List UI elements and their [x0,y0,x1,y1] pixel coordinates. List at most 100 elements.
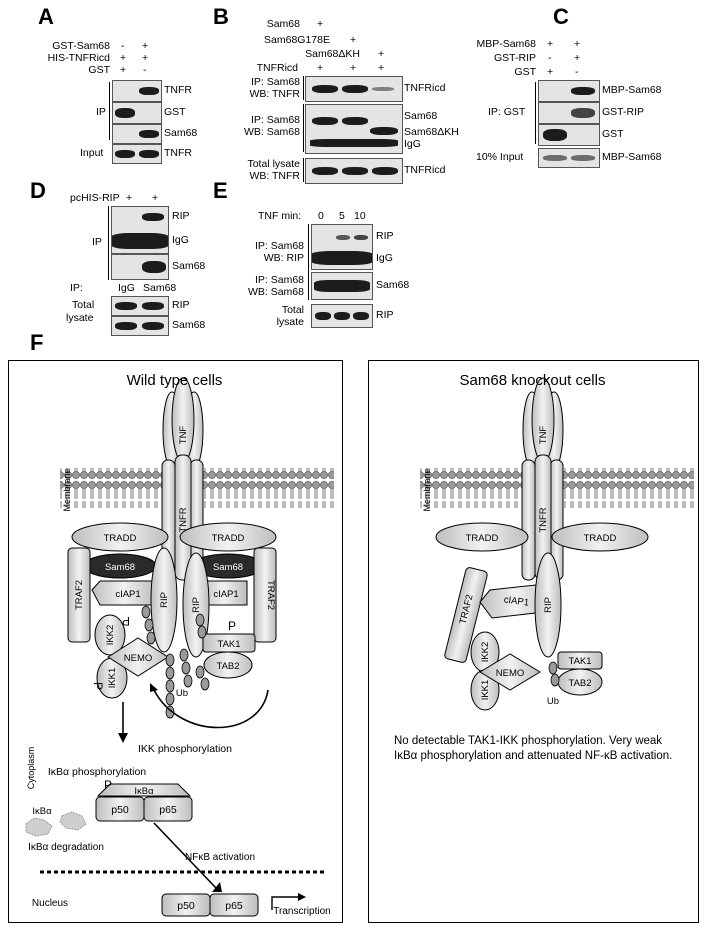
panel-d-band-label: Sam68 [172,260,206,272]
wt-nucleus-label: Nucleus [32,898,68,909]
wt-p65-label: p65 [159,804,177,816]
panel-e-band-label: Sam68 [376,279,410,291]
wt-cytoplasm-label: Cytoplasm [26,747,36,790]
panel-e-blot-sam68 [311,272,373,300]
wt-transcription-label: Transcription [273,906,330,917]
panel-d-ip-lanes-prefix: IP: [70,282,83,294]
ko-traf2 [444,567,488,663]
panel-d-blot-total-rip [111,296,169,316]
ko-tab2-label: TAB2 [568,678,591,689]
panel-b-row-label: Sam68 [266,18,300,30]
wt-nuclear-p50-label: p50 [177,900,195,912]
wt-tradd-label: TRADD [104,533,137,544]
panel-a-row-label: HIS-TNFRicd [47,52,110,64]
wt-phospho-label: P [91,682,105,690]
ko-tradd-left [435,522,529,552]
ko-tnfr-label: TNFR [538,507,549,532]
panel-a-blot-tnfr [112,80,162,102]
wt-ikba-phos-p: P [104,778,112,792]
panel-d-row-label: pcHIS-RIP [70,192,120,204]
wt-ikk2 [94,614,126,656]
panel-e-blot3-label: lysate [276,316,304,328]
wt-ikk2-label: IKK2 [105,625,116,646]
wt-tradd-left [71,522,169,552]
panel-a-row-value: + [142,52,149,64]
panel-b-row-label: Sam68ΔKH [305,48,360,60]
wt-ub-chain [141,605,210,719]
wt-ikba-label: IκBα [134,786,154,797]
panel-c-row-label: GST-RIP [493,52,536,64]
panel-c-blot-gst [538,124,600,146]
panel-b-band-label: Sam68ΔKH [404,126,459,138]
panel-d-row-value: + [152,192,159,204]
wt-traf2-left [67,547,91,643]
wt-ciap1-label: cIAP1 [213,589,238,600]
panel-e-blot-total-rip [311,304,373,328]
wt-degraded-ikba [59,811,87,831]
panel-c-input-label: 10% Input [476,151,524,163]
panel-e-blot1-label: IP: Sam68 [254,240,304,252]
panel-c-row-value: + [574,52,581,64]
panel-d-band-label: Sam68 [172,319,206,331]
panel-b-blot2-label: WB: Sam68 [243,126,300,138]
panel-c-blot-gstrip [538,102,600,124]
panel-a-row-value: + [142,40,149,52]
panel-d-ip-lane: Sam68 [143,282,177,294]
panel-label-c: C [553,4,569,29]
wt-tab2-label: TAB2 [216,661,239,672]
panel-c-row-label: MBP-Sam68 [476,38,536,50]
panel-label-d: D [30,178,46,203]
panel-b-row-value: + [378,48,385,60]
wt-degraded-ikba [25,817,53,837]
panel-a-blot-input [112,144,162,164]
panel-b-band-label: TNFRicd [404,82,446,94]
ko-tnf-label: TNF [538,426,549,445]
panel-e-blot3-label: Total [281,304,304,316]
wt-p65 [143,796,193,822]
wt-nuclear-p65-label: p65 [225,900,243,912]
wt-feedback-arrow [153,689,269,729]
panel-b-blot1-label: IP: Sam68 [250,76,300,88]
wt-ikba-phos-label: IκBα phosphorylation [48,766,146,778]
panel-b-blot1-label: WB: TNFR [249,88,300,100]
panel-b-blot-1 [305,76,403,102]
wt-ikk-phos-label: IKK phosphorylation [138,743,232,755]
panel-d-total-label: lysate [66,312,94,324]
ko-membrane-label: Membrane [422,468,432,511]
wt-transcription-arrow [271,896,300,910]
panel-a-row-value: + [120,52,127,64]
panel-c-row-value: - [548,52,552,64]
panel-d-total-label: Total [72,299,95,311]
wt-phospho-label: P [228,619,236,633]
ko-ub-label: Ub [547,696,559,707]
panel-c-ip-label: IP: GST [488,106,526,118]
panel-b-band-label: Sam68 [404,110,438,122]
panel-label-f: F [30,330,44,355]
panel-e-blot2-label: WB: Sam68 [247,286,304,298]
panel-b-band-label: IgG [404,138,421,150]
panel-d-band-label: IgG [172,234,189,246]
panel-e-band-label: RIP [376,309,394,321]
panel-d-band-label: RIP [172,210,190,222]
panel-b-blot3-label: Total lysate [247,158,300,170]
wt-traf2-right [253,547,277,643]
panel-d-ip-lane: IgG [118,282,135,294]
wt-nemo-label: NEMO [124,653,153,664]
wt-tnfr-label: TNFR [178,507,189,532]
panel-d-blot-ip [111,206,169,254]
panel-e-row-label: TNF min: [258,210,302,222]
wt-tradd-right [179,522,277,552]
panel-b-blot2-label: IP: Sam68 [250,114,300,126]
panel-a-row-value: + [120,64,127,76]
panel-e-blot2-label: IP: Sam68 [254,274,304,286]
panel-b-row-value: + [317,62,324,74]
panel-b-row-label: TNFRicd [256,62,298,74]
wt-rip-label: RIP [191,597,202,613]
panel-a-input-label: Input [80,147,104,159]
wt-p50-label: p50 [111,804,129,816]
wt-title: Wild type cells [126,372,223,389]
wt-tab2 [203,651,253,679]
wt-traf2-label: TRAF2 [265,580,276,610]
wt-degraded-ikba-label: IκBα [32,806,52,817]
panel-c-band-label: GST-RIP [602,106,645,118]
